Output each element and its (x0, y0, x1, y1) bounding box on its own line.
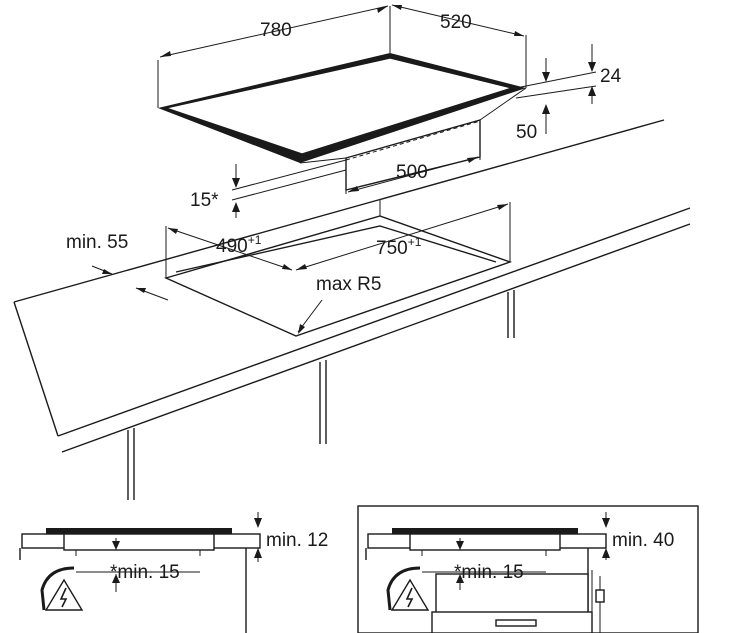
dim-cutout-width: 750+1 (295, 202, 511, 271)
worktop-cutout (163, 200, 513, 337)
dim-hob-width: 780 (157, 5, 391, 108)
dim-bottom-clearance: 15* (190, 159, 347, 218)
label-780: 780 (260, 20, 292, 41)
dim-front-min: min. 55 (66, 232, 169, 301)
electric-hazard-icon (390, 578, 430, 611)
label-min-40: min. 40 (612, 530, 674, 551)
label-750: 750+1 (376, 235, 422, 259)
section-right: min. 40 *min. 15 (357, 505, 699, 633)
hob-top-view (158, 53, 527, 191)
dim-hob-thickness: 24 (515, 44, 622, 104)
label-24: 24 (600, 66, 622, 87)
dim-body-width: 500 (345, 120, 481, 194)
dim-rear-offset: 50 (516, 58, 550, 143)
worktop (13, 119, 691, 500)
label-min-12: min. 12 (266, 530, 328, 551)
label-min-55: min. 55 (66, 232, 128, 253)
label-max-r5: max R5 (316, 274, 381, 295)
label-left-min-15: *min. 15 (110, 562, 180, 583)
label-490: 490+1 (216, 233, 262, 257)
electric-hazard-icon (44, 578, 84, 611)
section-left: min. 12 *min. 15 (19, 512, 328, 633)
dim-cutout-depth: 490+1 (167, 227, 293, 271)
dim-hob-depth: 520 (391, 4, 527, 88)
dim-corner-radius: max R5 (297, 274, 381, 334)
label-right-min-15: *min. 15 (454, 562, 524, 583)
label-500: 500 (396, 162, 428, 183)
label-520: 520 (440, 12, 472, 33)
label-15: 15* (190, 190, 219, 211)
label-50: 50 (516, 122, 537, 143)
